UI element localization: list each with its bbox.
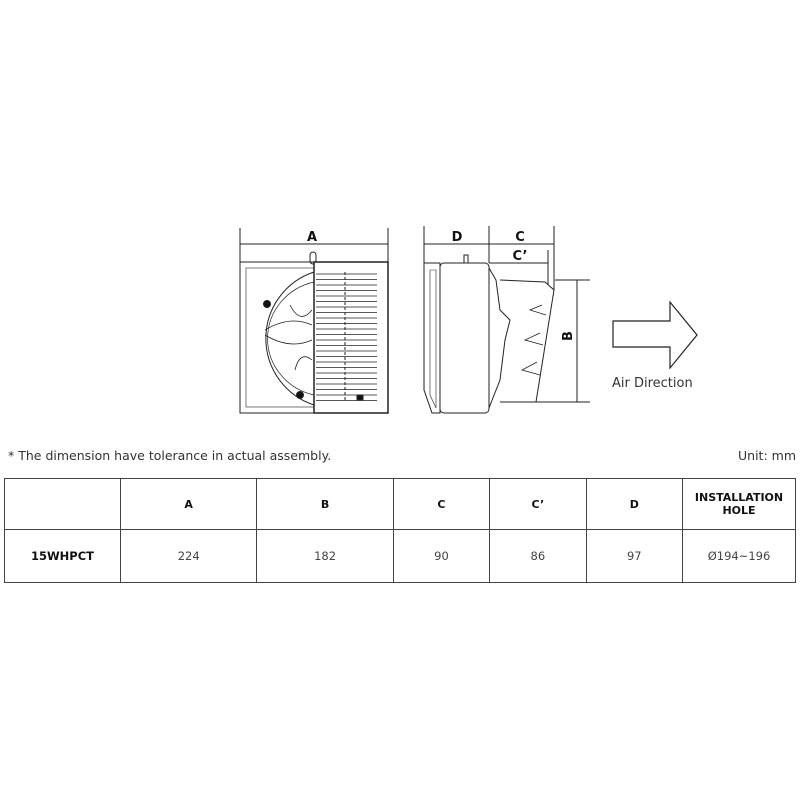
model-cell: 15WHPCT [4,529,121,583]
dimension-a-label: A [307,230,317,245]
value-cell: 86 [489,529,587,583]
header-cell: A [119,478,258,530]
side-view: D C C’ B [423,226,590,414]
dimension-d-label: D [452,230,463,245]
value-cell: Ø194~196 [682,529,796,583]
value-cell: 97 [585,529,684,583]
unit-label: Unit: mm [738,448,796,463]
front-view: A [239,228,389,414]
dimension-c-label: C [515,230,525,245]
header-cell: C’ [489,478,587,530]
value-cell: 182 [256,529,394,583]
header-cell: B [256,478,394,530]
air-direction-label: Air Direction [612,376,693,391]
header-cell: C [392,478,491,530]
table-row: 15WHPCT 224 182 90 86 97 Ø194~196 [4,529,796,583]
header-cell [4,478,121,530]
dimension-table: A B C C’ D INSTALLATION HOLE 15WHPCT 224… [4,478,796,583]
tolerance-note: * The dimension have tolerance in actual… [8,448,332,463]
value-cell: 224 [119,529,258,583]
value-cell: 90 [392,529,491,583]
header-cell: INSTALLATION HOLE [682,478,796,530]
table-header-row: A B C C’ D INSTALLATION HOLE [4,478,796,530]
dimension-c-prime-label: C’ [513,249,528,264]
fan-dimension-drawing: A D C C’ B Air Direction [239,226,698,414]
header-cell: D [585,478,684,530]
air-direction-arrow-icon [612,300,698,370]
dimension-b-label: B [561,331,576,341]
